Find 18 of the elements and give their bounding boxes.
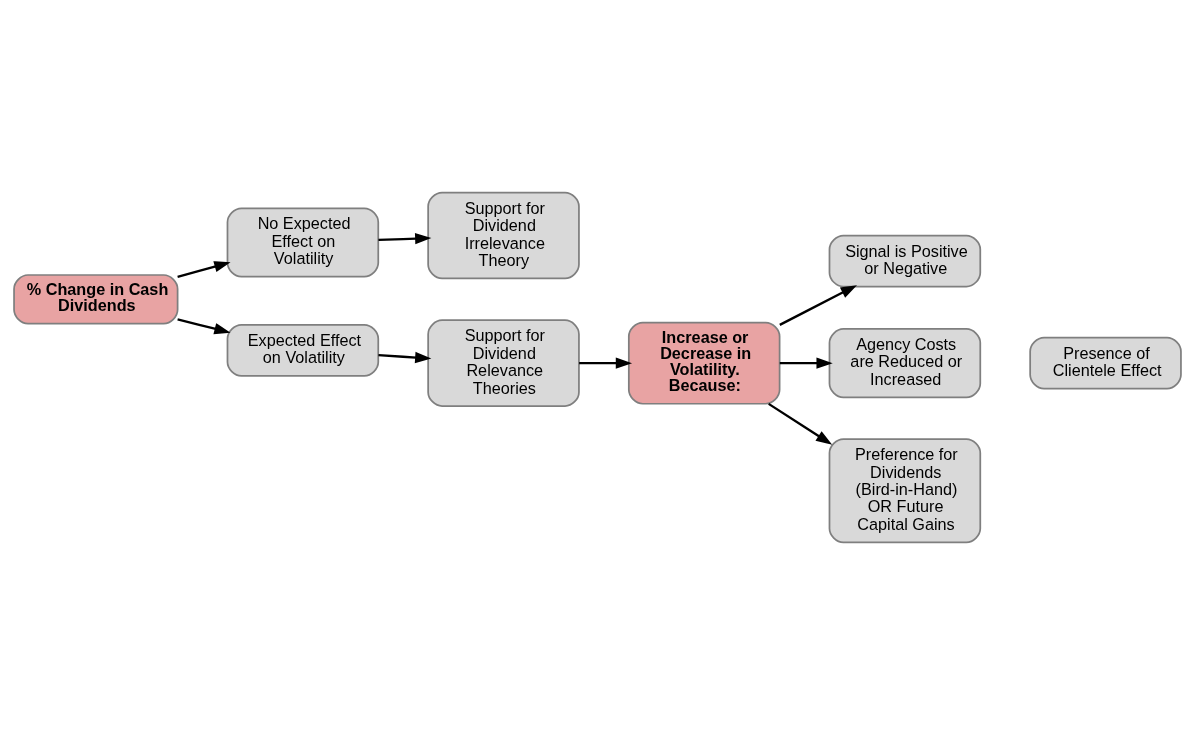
arrow bbox=[768, 402, 833, 445]
arrow bbox=[579, 357, 633, 369]
node-box: % Change in Cash Dividends bbox=[13, 274, 179, 325]
node-box: Presence of Clientele Effect bbox=[1029, 336, 1182, 390]
node-box: No Expected Effect on Volatility bbox=[226, 207, 380, 278]
arrow bbox=[177, 261, 231, 279]
node-box: Preference for Dividends (Bird-in-Hand) OR Future Capital Gains bbox=[828, 438, 982, 544]
arrow bbox=[177, 318, 231, 335]
arrow bbox=[378, 232, 432, 245]
arrow bbox=[779, 357, 833, 369]
node-box: Support for Dividend Relevance Theories bbox=[427, 319, 580, 407]
arrow bbox=[779, 285, 857, 326]
arrow bbox=[378, 351, 432, 364]
node-box: Signal is Positive or Negative bbox=[828, 234, 982, 288]
node-box: Support for Dividend Irrelevance Theory bbox=[427, 191, 580, 280]
node-box: Increase or Decrease in Volatility. Because: bbox=[627, 321, 781, 405]
node-box: Expected Effect on Volatility bbox=[226, 324, 380, 377]
node-box: Agency Costs are Reduced or Increased bbox=[828, 328, 982, 399]
